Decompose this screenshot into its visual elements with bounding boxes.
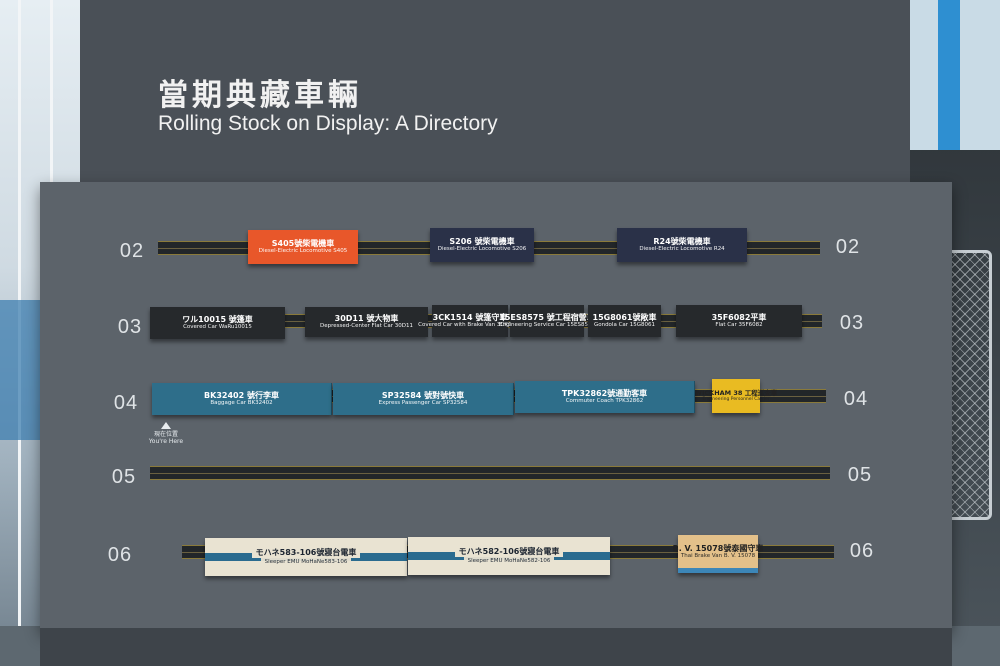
car-35f6082[interactable]: 35F6082平車 Flat Car 35F6082 [676, 305, 802, 337]
track-number-03-right: 03 [839, 312, 865, 334]
car-label-cn: WICKHAM 38 工程巡查車 [694, 388, 778, 397]
car-label-cn: 30D11 號大物車 [334, 314, 399, 324]
car-s405[interactable]: S405號柴電機車 Diesel-Electric Locomotive S40… [248, 230, 358, 264]
board-base [40, 628, 952, 666]
car-label-cn: S405號柴電機車 [271, 239, 335, 249]
car-label-cn: B. V. 15078號泰國守車 [672, 543, 764, 553]
title-chinese: 當期典藏車輛 [158, 78, 362, 113]
track-number-05-left: 05 [111, 466, 137, 488]
car-label-en: Baggage Car BK32402 [210, 400, 273, 407]
car-label-en: Thai Brake Van B. V. 15078 [680, 552, 756, 559]
car-label-en: Depressed-Center Flat Car 30D11 [320, 323, 413, 330]
car-label-cn: 15ES8575 號工程宿營車 [499, 313, 595, 323]
car-label-cn: SP32584 號對號快車 [381, 391, 465, 401]
title-english: Rolling Stock on Display: A Directory [158, 112, 498, 135]
car-label-cn: 3CK1514 號篷守車 [432, 313, 508, 323]
car-30d11[interactable]: 30D11 號大物車 Depressed-Center Flat Car 30D… [305, 307, 428, 337]
car-wickham-38[interactable]: WICKHAM 38 工程巡查車 Engineering Personnel C… [695, 379, 777, 413]
track-number-06-left: 06 [107, 544, 133, 566]
car-mohane583-106[interactable]: モハネ583-106號寢台電車 Sleeper EMU MoHaNe583-10… [205, 538, 407, 576]
track-number-02-right: 02 [835, 236, 861, 258]
car-15es8575[interactable]: 15ES8575 號工程宿營車 Engineering Service Car … [499, 305, 595, 337]
car-tpk32862[interactable]: TPK32862號通勤客車 Commuter Coach TPK32862 [515, 381, 695, 413]
track-number-04-left: 04 [113, 392, 139, 414]
you-are-here-cn: 現在位置 [153, 431, 178, 438]
track-number-03-left: 03 [117, 316, 143, 338]
car-label-en: Sleeper EMU MoHaNe583-106 [260, 558, 352, 567]
car-label-cn: ワル10015 號篷車 [182, 315, 253, 325]
car-label-en: Diesel-Electric Locomotive S206 [437, 246, 527, 253]
car-label-cn: モハネ583-106號寢台電車 [251, 547, 361, 559]
car-label-en: Flat Car 35F6082 [715, 322, 763, 329]
track-number-05-right: 05 [847, 464, 873, 486]
car-mohane582-106[interactable]: モハネ582-106號寢台電車 Sleeper EMU MoHaNe582-10… [408, 537, 610, 575]
car-label-en: Sleeper EMU MoHaNe582-106 [463, 557, 555, 566]
car-label-cn: S206 號柴電機車 [449, 237, 515, 247]
car-label-en: Diesel-Electric Locomotive R24 [639, 246, 725, 253]
track-number-02-left: 02 [119, 240, 145, 262]
car-label-cn: 35F6082平車 [711, 313, 767, 323]
car-label-en: Commuter Coach TPK32862 [565, 398, 644, 405]
track-05-rail [150, 466, 830, 480]
car-label-en: Covered Car with Brake Van 3CK1514 [418, 322, 522, 329]
you-are-here-marker: 現在位置 You're Here [146, 422, 186, 445]
car-label-en: Engineering Service Car 15ES8575 [499, 322, 596, 329]
blue-panel [0, 300, 40, 440]
you-are-here-en: You're Here [148, 438, 184, 446]
car-label-cn: 15G8061號敞車 [592, 313, 657, 323]
car-label-en: Engineering Personnel Carrier [702, 397, 770, 403]
car-label-en: Express Passenger Car SP32584 [378, 400, 468, 407]
car-label-cn: R24號柴電機車 [653, 237, 711, 247]
track-number-06-right: 06 [849, 540, 875, 562]
car-3ck1514[interactable]: 3CK1514 號篷守車 Covered Car with Brake Van … [418, 305, 522, 337]
car-bk32402[interactable]: BK32402 號行李車 Baggage Car BK32402 [152, 383, 332, 415]
car-label-en: Diesel-Electric Locomotive S405 [258, 248, 348, 255]
car-label-cn: モハネ582-106號寢台電車 [454, 546, 564, 558]
car-waru10015[interactable]: ワル10015 號篷車 Covered Car WaRu10015 [150, 307, 285, 339]
blue-steel-beam [938, 0, 960, 150]
car-label-cn: BK32402 號行李車 [204, 391, 279, 401]
car-label-en: Covered Car WaRu10015 [183, 324, 252, 331]
car-s206[interactable]: S206 號柴電機車 Diesel-Electric Locomotive S2… [430, 228, 534, 262]
car-sp32584[interactable]: SP32584 號對號快車 Express Passenger Car SP32… [333, 383, 514, 415]
car-r24[interactable]: R24號柴電機車 Diesel-Electric Locomotive R24 [617, 228, 747, 262]
up-arrow-icon [161, 422, 171, 429]
track-number-04-right: 04 [843, 388, 869, 410]
car-bv15078[interactable]: B. V. 15078號泰國守車 Thai Brake Van B. V. 15… [673, 535, 763, 573]
car-15g8061[interactable]: 15G8061號敞車 Gondola Car 15G8061 [588, 305, 661, 337]
car-label-cn: TPK32862號通勤客車 [561, 389, 648, 399]
car-label-en: Gondola Car 15G8061 [593, 322, 656, 329]
